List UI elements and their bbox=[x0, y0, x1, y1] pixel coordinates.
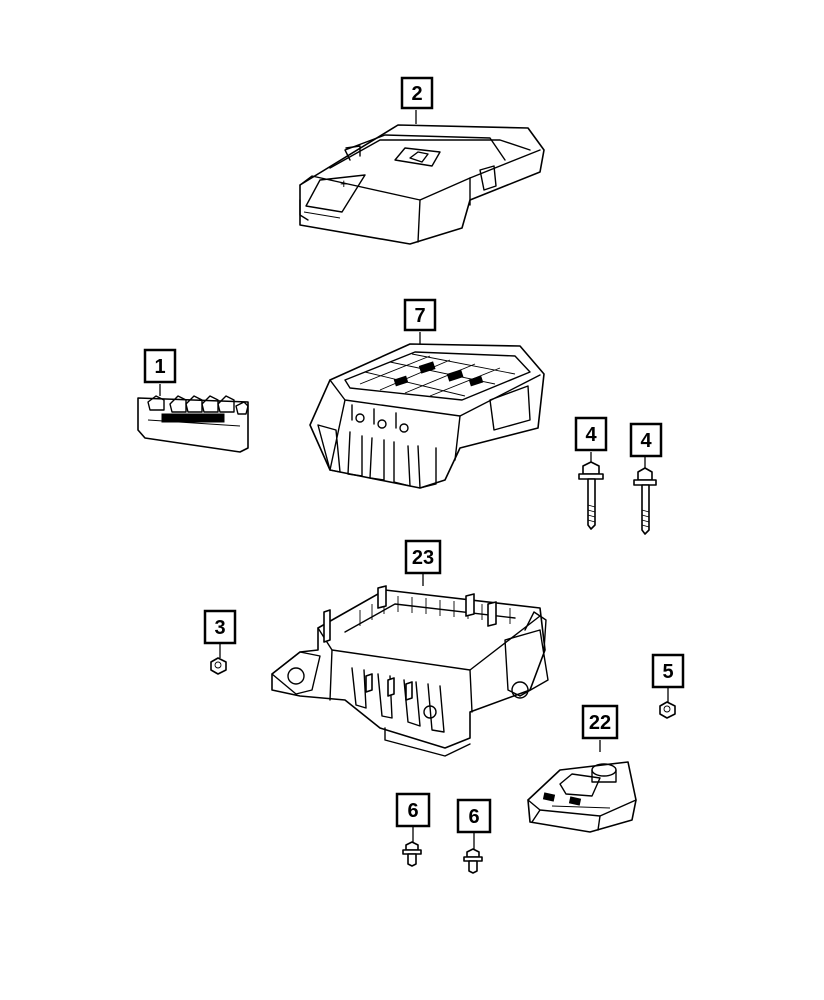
plus-symbol: + bbox=[340, 176, 348, 191]
part-6-bolt-left bbox=[402, 841, 422, 867]
svg-text:2: 2 bbox=[411, 83, 422, 105]
part-6-bolt-right bbox=[463, 848, 483, 874]
callout-1: 1 bbox=[143, 348, 177, 384]
part-22-module bbox=[527, 761, 637, 833]
part-1-strip bbox=[137, 395, 249, 453]
callout-3: 3 bbox=[203, 609, 237, 645]
svg-text:1: 1 bbox=[154, 356, 165, 378]
callout-22: 22 bbox=[581, 704, 619, 740]
svg-text:4: 4 bbox=[640, 430, 652, 452]
svg-text:6: 6 bbox=[468, 806, 479, 828]
callout-23: 23 bbox=[404, 539, 442, 575]
svg-text:4: 4 bbox=[585, 424, 597, 446]
svg-text:3: 3 bbox=[214, 617, 225, 639]
svg-text:23: 23 bbox=[412, 547, 434, 569]
svg-text:6: 6 bbox=[407, 800, 418, 822]
callout-7: 7 bbox=[403, 298, 437, 332]
callout-5: 5 bbox=[651, 653, 685, 689]
part-2-cover: + bbox=[299, 124, 545, 245]
callout-6-left: 6 bbox=[395, 792, 431, 828]
part-7-fuse-block bbox=[309, 343, 545, 489]
part-3-nut bbox=[210, 657, 227, 675]
part-5-nut bbox=[659, 701, 676, 719]
callout-4-right: 4 bbox=[629, 422, 663, 458]
svg-text:5: 5 bbox=[662, 661, 673, 683]
callout-2: 2 bbox=[400, 76, 434, 110]
part-4-bolt-left bbox=[578, 461, 604, 530]
part-23-tray bbox=[271, 585, 549, 757]
svg-text:22: 22 bbox=[589, 712, 611, 734]
part-4-bolt-right bbox=[633, 467, 657, 535]
callout-4-left: 4 bbox=[574, 416, 608, 452]
callout-6-right: 6 bbox=[456, 798, 492, 834]
svg-text:7: 7 bbox=[414, 305, 425, 327]
